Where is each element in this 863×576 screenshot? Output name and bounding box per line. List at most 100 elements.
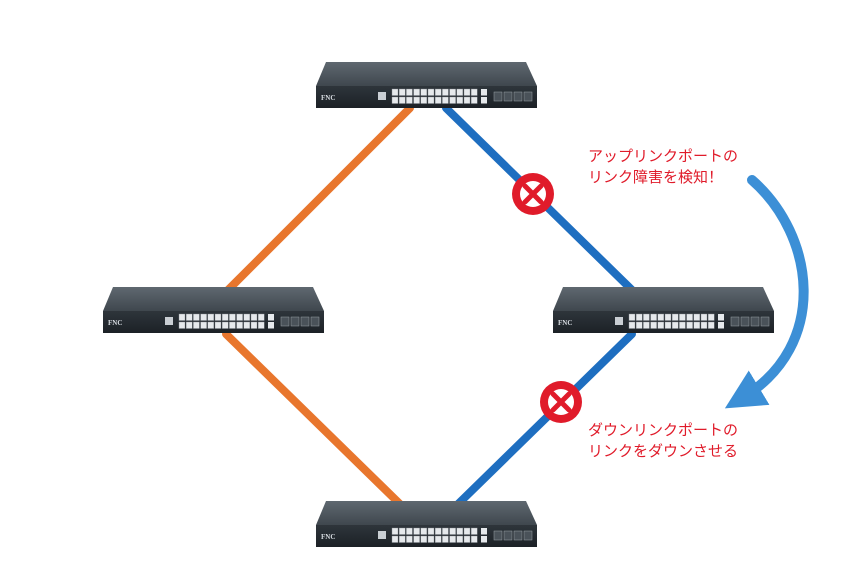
ethernet-port bbox=[481, 89, 487, 96]
ethernet-port bbox=[628, 313, 636, 321]
ethernet-port bbox=[398, 527, 406, 535]
ethernet-port bbox=[434, 88, 442, 96]
ethernet-port bbox=[413, 88, 420, 96]
ethernet-port bbox=[391, 88, 399, 96]
ethernet-port bbox=[427, 88, 435, 96]
switch-top-face bbox=[553, 287, 774, 311]
network-switch-top: FNC bbox=[316, 62, 537, 108]
ethernet-port bbox=[214, 313, 222, 321]
ethernet-port bbox=[229, 321, 236, 329]
console-port bbox=[378, 531, 386, 539]
ethernet-port bbox=[470, 527, 478, 535]
ethernet-port bbox=[398, 535, 406, 543]
sfp-port bbox=[750, 316, 760, 327]
ethernet-port bbox=[449, 527, 456, 535]
ethernet-port bbox=[243, 321, 251, 329]
ethernet-port bbox=[481, 536, 487, 543]
sfp-port bbox=[523, 530, 533, 541]
downlink-action-annotation: ダウンリンクポートの リンクをダウンさせる bbox=[588, 420, 738, 462]
ethernet-port bbox=[413, 527, 420, 535]
uplink-annotation-line2: リンク障害を検知！ bbox=[588, 168, 724, 186]
fault-marker-uplink bbox=[512, 173, 554, 215]
link-left-bottom bbox=[222, 330, 408, 512]
ethernet-port bbox=[693, 313, 701, 321]
ethernet-port bbox=[470, 535, 478, 543]
sfp-port bbox=[300, 316, 310, 327]
ethernet-port bbox=[250, 321, 258, 329]
ethernet-port bbox=[214, 321, 222, 329]
ethernet-port bbox=[420, 527, 428, 535]
switch-logo: FNC bbox=[321, 94, 335, 102]
ethernet-port bbox=[686, 313, 693, 321]
ethernet-port bbox=[679, 321, 686, 329]
sfp-port bbox=[760, 316, 770, 327]
ethernet-port bbox=[207, 313, 215, 321]
ethernet-port bbox=[391, 527, 399, 535]
ethernet-port bbox=[635, 313, 643, 321]
ethernet-port bbox=[434, 96, 442, 104]
link-top-left bbox=[222, 104, 414, 296]
switch-logo: FNC bbox=[108, 319, 122, 327]
ethernet-port bbox=[200, 321, 207, 329]
ethernet-port bbox=[463, 535, 471, 543]
ethernet-port bbox=[398, 96, 406, 104]
ethernet-port bbox=[257, 321, 265, 329]
ethernet-port bbox=[420, 96, 428, 104]
ethernet-port bbox=[193, 313, 200, 321]
ethernet-port bbox=[427, 96, 435, 104]
ethernet-port bbox=[643, 321, 650, 329]
ethernet-port bbox=[481, 528, 487, 535]
sfp-port bbox=[290, 316, 300, 327]
ethernet-port bbox=[420, 88, 428, 96]
ethernet-port bbox=[391, 96, 399, 104]
sfp-port bbox=[280, 316, 290, 327]
ethernet-port bbox=[718, 322, 724, 329]
uplink-annotation-line1: アップリンクポートの bbox=[588, 147, 739, 165]
sfp-port bbox=[310, 316, 320, 327]
ethernet-port bbox=[481, 97, 487, 104]
downlink-annotation-line1: ダウンリンクポートの bbox=[588, 421, 739, 439]
ethernet-port bbox=[671, 321, 679, 329]
ethernet-port bbox=[236, 321, 243, 329]
ethernet-port bbox=[406, 96, 413, 104]
ethernet-port bbox=[718, 314, 724, 321]
ethernet-port bbox=[398, 88, 406, 96]
ethernet-port bbox=[707, 313, 715, 321]
sfp-port bbox=[513, 530, 523, 541]
ethernet-port bbox=[635, 321, 643, 329]
ethernet-port bbox=[664, 313, 672, 321]
ethernet-port bbox=[456, 535, 464, 543]
ethernet-port bbox=[268, 314, 274, 321]
ethernet-port bbox=[449, 96, 456, 104]
ethernet-port bbox=[449, 535, 456, 543]
ethernet-port bbox=[178, 313, 186, 321]
ethernet-port bbox=[650, 313, 657, 321]
ethernet-port bbox=[628, 321, 636, 329]
ethernet-port bbox=[463, 527, 471, 535]
ethernet-port bbox=[643, 313, 650, 321]
ethernet-port bbox=[250, 313, 258, 321]
console-port bbox=[378, 92, 386, 100]
downlink-annotation-line2: リンクをダウンさせる bbox=[588, 442, 739, 460]
sfp-port bbox=[493, 530, 503, 541]
switch-top-face bbox=[316, 501, 537, 525]
switch-logo: FNC bbox=[558, 319, 572, 327]
ethernet-port bbox=[463, 88, 471, 96]
ethernet-port bbox=[221, 321, 229, 329]
ethernet-port bbox=[456, 88, 464, 96]
network-switch-bottom: FNC bbox=[316, 501, 537, 547]
ethernet-port bbox=[178, 321, 186, 329]
network-switch-left: FNC bbox=[103, 287, 324, 333]
sfp-port bbox=[503, 91, 513, 102]
ethernet-port bbox=[456, 96, 464, 104]
ethernet-port bbox=[434, 535, 442, 543]
ethernet-port bbox=[236, 313, 243, 321]
ethernet-port bbox=[185, 321, 193, 329]
ethernet-port bbox=[406, 88, 413, 96]
ethernet-port bbox=[664, 321, 672, 329]
ethernet-port bbox=[427, 535, 435, 543]
ethernet-port bbox=[427, 527, 435, 535]
ethernet-port bbox=[700, 313, 708, 321]
ethernet-port bbox=[449, 88, 456, 96]
